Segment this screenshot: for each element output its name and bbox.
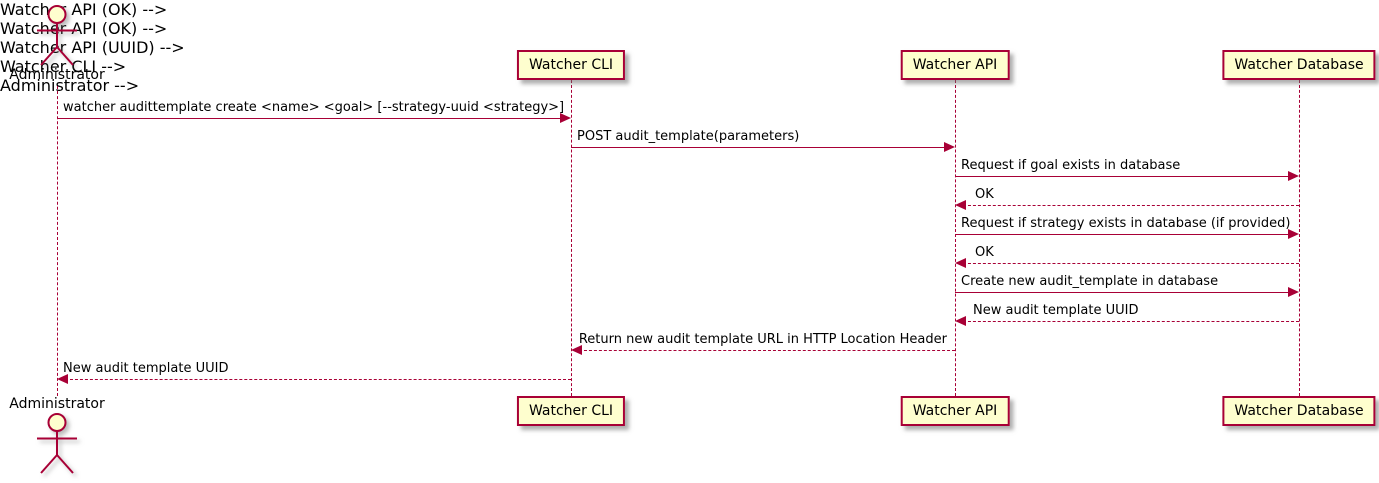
message-label: POST audit_template(parameters) <box>577 129 800 144</box>
lifeline-watcher-database <box>1299 80 1300 396</box>
participant-watcher-api-top: Watcher API <box>900 50 1010 80</box>
participant-watcher-cli-top: Watcher CLI <box>516 50 626 80</box>
message-label: Create new audit_template in database <box>961 274 1219 289</box>
participant-label: Watcher API <box>912 57 998 73</box>
actor-label-administrator-top: Administrator <box>9 67 105 83</box>
actor-icon <box>37 5 77 66</box>
participant-label: Watcher API <box>912 403 998 419</box>
arrowhead-icon <box>57 374 68 384</box>
message-line <box>955 176 1291 177</box>
actor-administrator-top <box>26 4 88 66</box>
lifeline-administrator <box>57 86 58 396</box>
participant-label: Watcher Database <box>1234 57 1364 73</box>
participant-watcher-database-bottom: Watcher Database <box>1222 396 1376 426</box>
message-line <box>57 118 563 119</box>
lifeline-watcher-cli <box>571 80 572 396</box>
message-label: New audit template UUID <box>973 303 1139 318</box>
message-label: OK <box>975 187 994 202</box>
actor-label-administrator-bottom: Administrator <box>9 396 105 412</box>
participant-label: Watcher Database <box>1234 403 1364 419</box>
message-line <box>955 234 1291 235</box>
arrowhead-icon <box>955 316 966 326</box>
message-label: New audit template UUID <box>63 361 229 376</box>
lifeline-watcher-api <box>955 80 956 396</box>
arrowhead-icon <box>1288 229 1299 239</box>
message-line <box>579 350 955 351</box>
message-line <box>963 263 1299 264</box>
actor-icon <box>37 413 77 474</box>
message-line <box>955 292 1291 293</box>
message-line <box>65 379 571 380</box>
participant-watcher-cli-bottom: Watcher CLI <box>516 396 626 426</box>
participant-watcher-api-bottom: Watcher API <box>900 396 1010 426</box>
actor-administrator-bottom <box>26 412 88 474</box>
message-line <box>963 205 1299 206</box>
arrowhead-icon <box>955 258 966 268</box>
message-line <box>963 321 1299 322</box>
participant-label: Watcher CLI <box>528 57 614 73</box>
message-label: OK <box>975 245 994 260</box>
arrowhead-icon <box>1288 287 1299 297</box>
arrowhead-icon <box>955 200 966 210</box>
message-line <box>571 147 947 148</box>
arrowhead-icon <box>571 345 582 355</box>
message-label: Request if goal exists in database <box>961 158 1181 173</box>
message-label: Request if strategy exists in database (… <box>961 216 1291 231</box>
message-label: Return new audit template URL in HTTP Lo… <box>578 332 947 347</box>
message-label: watcher audittemplate create <name> <goa… <box>63 100 565 115</box>
participant-watcher-database-top: Watcher Database <box>1222 50 1376 80</box>
participant-label: Watcher CLI <box>528 403 614 419</box>
arrowhead-icon <box>560 113 571 123</box>
arrowhead-icon <box>1288 171 1299 181</box>
arrowhead-icon <box>944 142 955 152</box>
